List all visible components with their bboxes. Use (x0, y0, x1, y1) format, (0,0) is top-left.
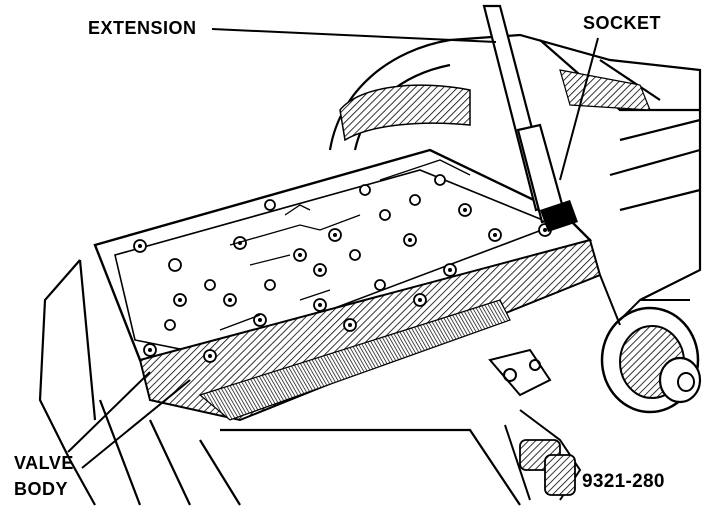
output-shaft (599, 274, 702, 414)
extension-tool (482, 4, 578, 232)
valve-body-bolts (133, 174, 552, 363)
transmission-case (328, 33, 702, 301)
valve-body-leader-1 (67, 371, 151, 453)
figure-number: 9321-280 (582, 471, 665, 492)
extension-label: EXTENSION (88, 18, 197, 38)
case-side-shading (559, 69, 651, 111)
leader-lines (67, 28, 599, 469)
plate-channels (219, 159, 471, 331)
socket-label: SOCKET (583, 13, 662, 33)
case-shaded-band (339, 84, 471, 142)
valve-body-leader-2 (81, 379, 191, 469)
bolt-lower (519, 439, 576, 496)
valve-label: VALVE (14, 453, 74, 473)
socket-leader (559, 37, 599, 181)
valve-body-lower-band (198, 299, 511, 421)
extension-leader (211, 28, 497, 43)
body-label: BODY (14, 479, 69, 499)
case-left-outline (38, 259, 521, 506)
